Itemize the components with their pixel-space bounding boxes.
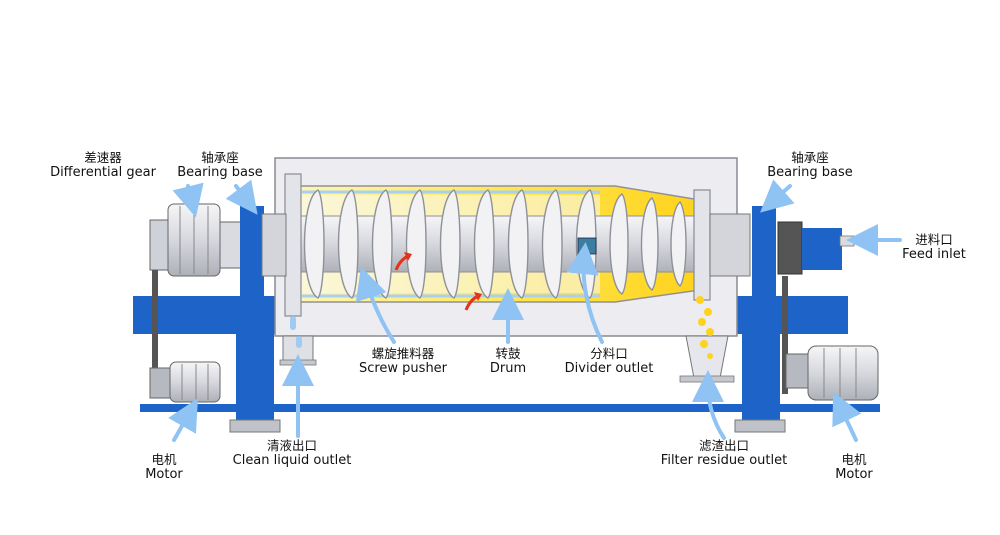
right-bearing-base (709, 206, 803, 296)
drum-en: Drum (489, 361, 527, 376)
right-motor (785, 345, 879, 401)
bearing-base-left-en: Bearing base (177, 165, 263, 180)
motor-right-zh: 电机 (841, 452, 867, 467)
left-flange (284, 173, 302, 317)
feed-inlet-en: Feed inlet (902, 247, 966, 262)
bearing-base-right-zh: 轴承座 (791, 150, 829, 165)
differential-gear-zh: 差速器 (84, 150, 122, 165)
label-clean-liquid-outlet: 清液出口 Clean liquid outlet (226, 438, 358, 468)
label-filter-residue-outlet: 滤渣出口 Filter residue outlet (654, 438, 794, 468)
residue-particles (696, 296, 714, 359)
label-motor-right: 电机 Motor (826, 452, 882, 482)
clean-liquid-outlet-en: Clean liquid outlet (232, 453, 352, 468)
filter-residue-outlet-zh: 滤渣出口 (698, 438, 749, 453)
label-screw-pusher: 螺旋推料器 Screw pusher (350, 346, 456, 376)
motor-right-en: Motor (835, 467, 873, 482)
motor-left-en: Motor (145, 467, 183, 482)
label-divider-outlet: 分料口 Divider outlet (556, 346, 662, 376)
flow-arrow-red-2 (464, 292, 482, 311)
drum-zh: 转鼓 (495, 346, 521, 361)
differential-gear (149, 203, 243, 277)
left-drive-belt (152, 270, 158, 388)
label-bearing-base-right: 轴承座 Bearing base (762, 150, 858, 180)
feed-inlet-zh: 进料口 (915, 232, 953, 247)
feed-inlet-pipe (802, 228, 855, 270)
motor-left-zh: 电机 (151, 452, 177, 467)
bearing-base-right-en: Bearing base (767, 165, 853, 180)
label-feed-inlet: 进料口 Feed inlet (896, 232, 972, 262)
screw-pusher-zh: 螺旋推料器 (371, 346, 435, 361)
filter-residue-outlet-en: Filter residue outlet (660, 453, 788, 468)
left-motor (149, 361, 221, 403)
screw-pusher-en: Screw pusher (358, 361, 448, 376)
label-bearing-base-left: 轴承座 Bearing base (172, 150, 268, 180)
right-flange (693, 189, 711, 301)
flow-arrow-red-1 (394, 252, 412, 271)
left-bearing-base (240, 206, 287, 296)
label-drum: 转鼓 Drum (480, 346, 536, 376)
label-differential-gear: 差速器 Differential gear (48, 150, 158, 180)
right-drive-belt (782, 276, 788, 394)
clean-liquid-outlet-zh: 清液出口 (266, 438, 317, 453)
divider-outlet-en: Divider outlet (564, 361, 654, 376)
clean-liquid-drip (290, 316, 302, 348)
differential-gear-en: Differential gear (50, 165, 156, 180)
divider-outlet-zh: 分料口 (590, 346, 628, 361)
leader-arrows (168, 179, 902, 442)
label-motor-left: 电机 Motor (136, 452, 192, 482)
bearing-base-left-zh: 轴承座 (201, 150, 239, 165)
